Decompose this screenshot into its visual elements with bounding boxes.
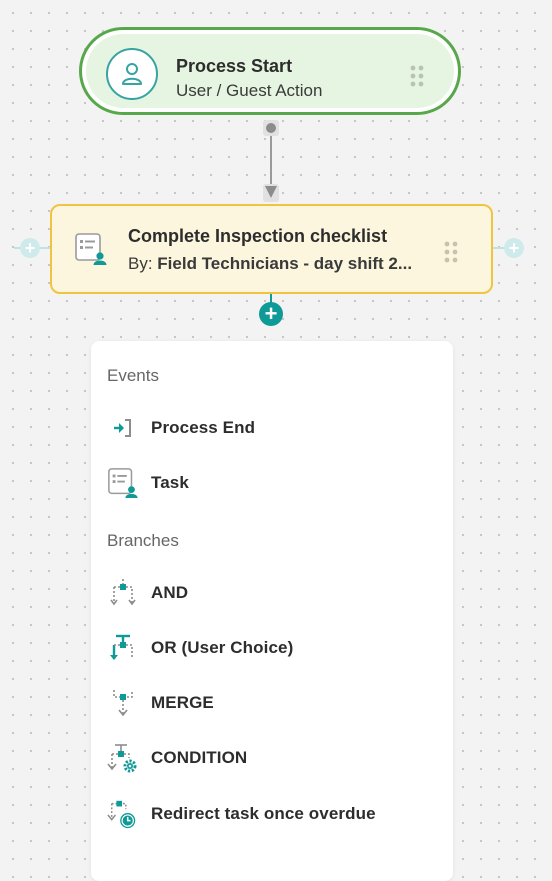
task-node[interactable]: Complete Inspection checklist By: Field … (50, 204, 493, 294)
menu-item-label: CONDITION (151, 748, 248, 767)
drag-handle-icon[interactable] (443, 240, 459, 264)
add-step-plus-icon[interactable]: + (259, 302, 283, 326)
user-icon (106, 48, 158, 100)
add-left-plus-icon[interactable]: + (20, 238, 40, 258)
events-heading: Events (107, 366, 159, 385)
and-branch-icon (107, 577, 139, 609)
menu-item-label: AND (151, 583, 189, 602)
menu-item-condition[interactable]: CONDITION (107, 742, 427, 774)
add-step-menu: Events Process End Task Branches (91, 341, 453, 881)
add-right-plus-icon[interactable]: + (504, 238, 524, 258)
task-icon (74, 232, 108, 266)
start-node-subtitle: User / Guest Action (176, 81, 323, 100)
task-icon (107, 467, 139, 499)
arrow-down-icon (265, 186, 277, 198)
task-node-title: Complete Inspection checklist (128, 226, 388, 246)
condition-icon (107, 742, 139, 774)
or-branch-icon (107, 632, 139, 664)
menu-item-label: Redirect task once overdue (151, 804, 376, 823)
menu-item-label: OR (User Choice) (151, 638, 294, 657)
connector-source-dot (266, 123, 276, 133)
menu-item-label: Process End (151, 418, 256, 437)
menu-item-task[interactable]: Task (107, 467, 427, 499)
branches-heading: Branches (107, 531, 179, 550)
menu-item-and[interactable]: AND (107, 577, 427, 609)
merge-icon (107, 687, 139, 719)
process-start-node[interactable]: Process Start User / Guest Action (79, 27, 461, 115)
menu-item-label: MERGE (151, 693, 214, 712)
menu-item-or[interactable]: OR (User Choice) (107, 632, 427, 664)
start-node-title: Process Start (176, 56, 293, 76)
menu-item-merge[interactable]: MERGE (107, 687, 427, 719)
drag-handle-icon[interactable] (409, 64, 425, 88)
menu-item-label: Task (151, 473, 189, 492)
connector-line (270, 128, 272, 198)
menu-item-process-end[interactable]: Process End (107, 412, 427, 444)
process-end-icon (107, 412, 139, 444)
redirect-overdue-icon (107, 798, 139, 830)
add-connector-stem (270, 294, 272, 304)
task-assignee: Field Technicians - day shift 2... (157, 254, 413, 273)
task-by-label: By: (128, 254, 153, 273)
menu-item-redirect-overdue[interactable]: Redirect task once overdue (107, 798, 427, 830)
